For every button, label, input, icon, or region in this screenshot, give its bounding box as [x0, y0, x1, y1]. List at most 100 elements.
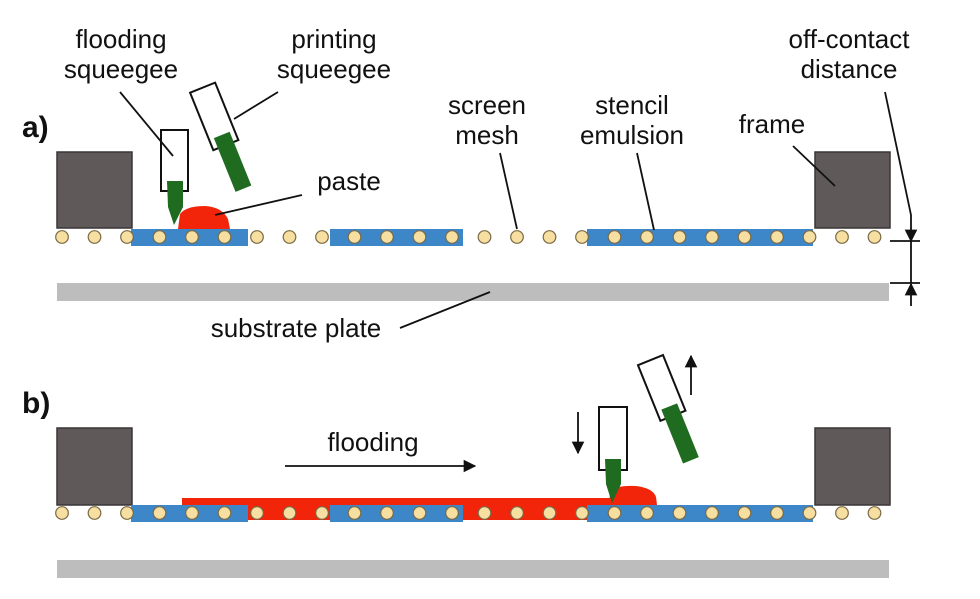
- mesh-bead: [185, 506, 199, 520]
- mesh-bead: [315, 506, 329, 520]
- mesh-bead: [152, 506, 167, 520]
- leader-flooding-squeegee: [119, 91, 174, 157]
- printing-squeegee-blade-b: [661, 403, 699, 464]
- mesh-bead: [87, 230, 102, 244]
- screen-mesh-a: [55, 230, 882, 244]
- label-stencil-emulsion-1: stencil: [595, 90, 669, 120]
- panel-a-label: a): [22, 111, 49, 144]
- stencil-strip-a-2: [330, 229, 463, 246]
- paste-blob-b: [608, 485, 657, 505]
- leader-stencil-emulsion: [636, 152, 655, 231]
- flooding-squeegee-a: [160, 129, 189, 225]
- label-frame: frame: [739, 109, 805, 139]
- mesh-bead: [672, 506, 687, 520]
- mesh-bead: [380, 230, 394, 244]
- leader-frame: [792, 145, 836, 187]
- leader-printing-squeegee: [233, 91, 279, 120]
- mesh-bead: [542, 230, 557, 244]
- label-paste: paste: [317, 166, 381, 196]
- mesh-bead: [250, 230, 264, 244]
- mesh-bead: [737, 230, 752, 244]
- printing-squeegee-b: [636, 353, 699, 464]
- panel-b: b) flooding: [22, 353, 891, 578]
- mesh-bead: [867, 230, 882, 244]
- mesh-bead: [640, 230, 654, 244]
- mesh-bead: [445, 506, 459, 520]
- mesh-bead: [575, 230, 589, 244]
- mesh-bead: [120, 230, 134, 244]
- mesh-bead: [510, 230, 524, 244]
- label-screen-mesh-2: mesh: [455, 120, 519, 150]
- label-flooding-squeegee-1: flooding: [75, 24, 166, 54]
- off-contact-dimension: [890, 215, 920, 306]
- mesh-bead: [770, 506, 784, 520]
- mesh-bead: [282, 506, 297, 520]
- mesh-bead: [315, 230, 329, 244]
- frame-left-a: [56, 151, 133, 229]
- mesh-bead: [672, 230, 687, 244]
- printing-squeegee-a: [188, 81, 252, 192]
- mesh-bead: [152, 230, 167, 244]
- printing-squeegee-blade: [213, 131, 252, 192]
- mesh-bead: [250, 506, 264, 520]
- mesh-bead: [380, 506, 394, 520]
- label-flooding: flooding: [327, 427, 418, 457]
- mesh-bead: [802, 506, 817, 520]
- label-stencil-emulsion-2: emulsion: [580, 120, 684, 150]
- flooding-squeegee-b: [598, 406, 628, 503]
- mesh-bead: [55, 230, 69, 244]
- leader-off-contact: [884, 91, 912, 216]
- mesh-bead: [575, 506, 589, 520]
- mesh-bead: [445, 230, 459, 244]
- mesh-bead: [607, 506, 622, 520]
- mesh-bead: [607, 230, 622, 244]
- mesh-bead: [282, 230, 297, 244]
- mesh-bead: [510, 506, 524, 520]
- mesh-bead: [412, 506, 427, 520]
- mesh-bead: [542, 506, 557, 520]
- label-flooding-squeegee-2: squeegee: [64, 54, 178, 84]
- mesh-bead: [802, 230, 817, 244]
- mesh-bead: [120, 506, 134, 520]
- paste-blob-a: [178, 206, 230, 229]
- leader-paste: [214, 194, 303, 216]
- mesh-bead: [835, 506, 849, 520]
- mesh-bead: [87, 506, 102, 520]
- leader-substrate-plate: [399, 291, 491, 329]
- mesh-bead: [217, 230, 232, 244]
- frame-right-b: [814, 427, 891, 506]
- stencil-strip-b-2: [330, 505, 463, 522]
- substrate-plate-a: [57, 283, 889, 301]
- substrate-plate-b: [57, 560, 889, 578]
- label-off-contact-2: distance: [801, 54, 898, 84]
- mesh-bead: [217, 506, 232, 520]
- mesh-bead: [835, 230, 849, 244]
- label-printing-squeegee-1: printing: [291, 24, 376, 54]
- mesh-bead: [347, 230, 362, 244]
- panel-b-label: b): [22, 387, 50, 420]
- label-substrate-plate: substrate plate: [211, 313, 382, 343]
- mesh-bead: [477, 230, 492, 244]
- mesh-bead: [770, 230, 784, 244]
- mesh-bead: [640, 506, 654, 520]
- mesh-bead: [737, 506, 752, 520]
- mesh-bead: [347, 506, 362, 520]
- label-screen-mesh-1: screen: [448, 90, 526, 120]
- mesh-bead: [185, 230, 199, 244]
- leader-screen-mesh: [499, 152, 518, 230]
- screen-mesh-b: [55, 506, 882, 520]
- label-printing-squeegee-2: squeegee: [277, 54, 391, 84]
- mesh-bead: [705, 506, 719, 520]
- mesh-bead: [55, 506, 69, 520]
- panel-a: a): [22, 24, 920, 343]
- frame-right-a: [814, 151, 891, 229]
- mesh-bead: [705, 230, 719, 244]
- mesh-bead: [867, 506, 882, 520]
- flooding-squeegee-blade-b: [605, 459, 621, 503]
- label-off-contact-1: off-contact: [789, 24, 911, 54]
- flooding-squeegee-blade: [167, 181, 183, 225]
- mesh-bead: [477, 506, 492, 520]
- frame-left-b: [56, 427, 133, 506]
- mesh-bead: [412, 230, 427, 244]
